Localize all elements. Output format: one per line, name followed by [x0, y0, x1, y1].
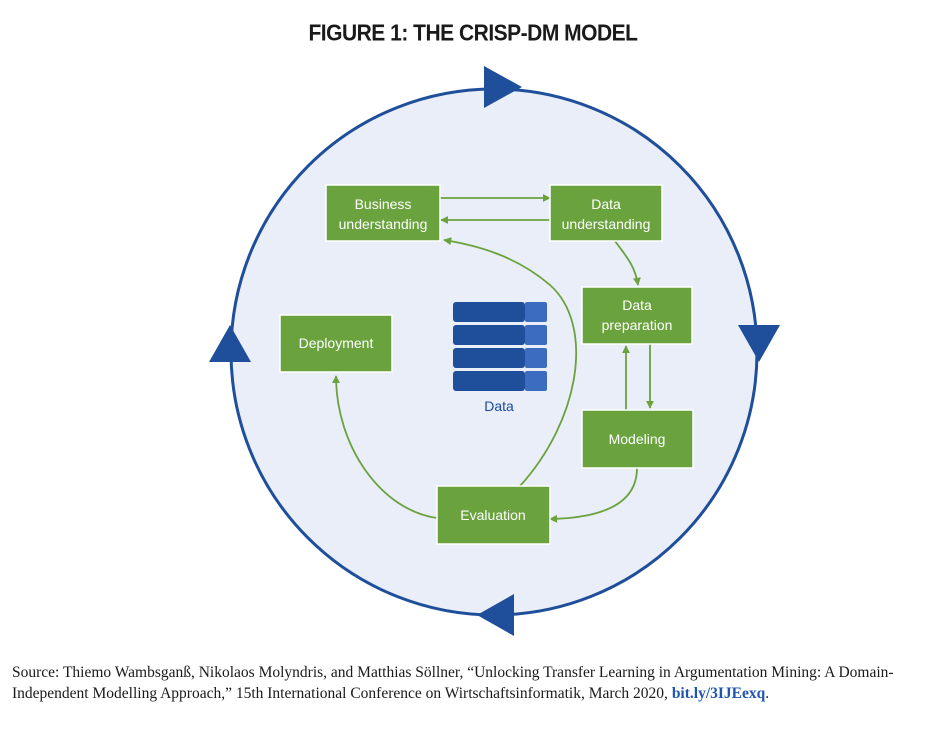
svg-text:Data: Data — [591, 196, 621, 212]
arrow-evaluation-to-business — [443, 237, 578, 487]
box-business-understanding: Business understanding — [325, 184, 441, 242]
database-icon — [453, 302, 547, 391]
arrow-evaluation-to-deployment — [332, 375, 438, 519]
svg-text:Business: Business — [355, 196, 412, 212]
cycle-arrow-left — [209, 325, 251, 362]
svg-text:Data: Data — [622, 297, 652, 313]
svg-text:preparation: preparation — [602, 317, 673, 333]
source-text: Source: Thiemo Wambsganß, Nikolaos Molyn… — [12, 664, 894, 702]
svg-text:Evaluation: Evaluation — [460, 507, 525, 523]
svg-text:understanding: understanding — [339, 216, 428, 232]
crisp-dm-diagram: Business understanding Data understandin… — [209, 66, 780, 636]
cycle-arrow-bottom — [477, 594, 514, 636]
svg-text:Modeling: Modeling — [609, 431, 666, 447]
data-label: Data — [484, 398, 514, 414]
cycle-arrow-right — [738, 325, 780, 362]
box-deployment: Deployment — [279, 314, 393, 373]
svg-text:Deployment: Deployment — [299, 335, 374, 351]
svg-text:understanding: understanding — [562, 216, 651, 232]
process-arrows — [332, 194, 654, 523]
source-end: . — [765, 685, 770, 702]
arrow-data-understanding-to-preparation — [614, 240, 641, 286]
source-citation: Source: Thiemo Wambsganß, Nikolaos Molyn… — [12, 662, 937, 704]
box-data-preparation: Data preparation — [581, 286, 693, 345]
arrow-modeling-to-evaluation — [549, 467, 638, 523]
box-evaluation: Evaluation — [436, 485, 551, 545]
figure-title: FIGURE 1: THE CRISP-DM MODEL — [308, 21, 638, 46]
source-link[interactable]: bit.ly/3IJEexq — [671, 685, 766, 702]
box-modeling: Modeling — [581, 409, 694, 469]
box-data-understanding: Data understanding — [549, 184, 663, 242]
cycle-arrow-top — [484, 66, 522, 108]
